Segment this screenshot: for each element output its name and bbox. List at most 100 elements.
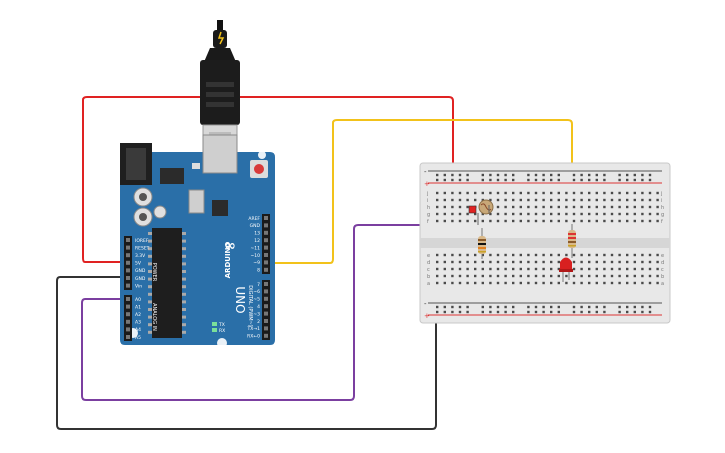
digital-pin[interactable]: [264, 223, 268, 228]
analog-pin-label: A5: [135, 335, 141, 341]
row-letter: h: [661, 205, 664, 211]
power-pin-label: 5V: [135, 261, 142, 267]
power-label: POWER: [151, 263, 157, 282]
power-pin[interactable]: [126, 260, 130, 265]
analog-pin-label: A0: [135, 297, 141, 303]
digital-pin-label: 8: [257, 268, 260, 274]
wire-black-gnd: [56, 276, 437, 430]
row-letter: j: [426, 191, 428, 197]
wire-red-5v: [82, 96, 454, 263]
digital-pin[interactable]: [264, 238, 268, 243]
rail-plus-bottom: +: [424, 312, 430, 320]
resistor-led[interactable]: [568, 224, 576, 258]
digital-pin-label: RX←0: [247, 334, 260, 340]
power-pin[interactable]: [126, 276, 130, 280]
power-pin[interactable]: [126, 268, 130, 273]
rx-label: RX: [219, 328, 225, 334]
header-analog: [124, 295, 132, 341]
power-pin-label: Vin: [135, 283, 142, 289]
digital-pin-label: 13: [254, 231, 260, 237]
led-tx: [212, 322, 217, 326]
digital-pin-label: 2: [257, 319, 260, 325]
digital-pin[interactable]: [264, 326, 268, 331]
digital-pin[interactable]: [264, 304, 268, 309]
digital-pin-label: ~11: [251, 245, 261, 251]
analog-pin-label: A2: [135, 312, 141, 318]
analog-pin-label: A4: [135, 327, 141, 333]
atmega-chip: [152, 228, 182, 338]
row-letter: e: [661, 253, 664, 259]
analog-pin[interactable]: [126, 304, 130, 309]
row-letter: g: [427, 212, 430, 218]
digital-pin[interactable]: [264, 296, 268, 301]
power-pin[interactable]: [126, 245, 130, 250]
digital-pin-label: ~9: [253, 260, 260, 266]
row-letter: i: [427, 198, 428, 204]
led-rx: [212, 328, 217, 332]
wire-purple-a0: [81, 224, 479, 401]
analog-pin[interactable]: [126, 335, 130, 339]
digital-pin[interactable]: [264, 333, 268, 338]
digital-pin-label: ~3: [253, 311, 260, 317]
row-letter: f: [427, 219, 429, 225]
digital-pin[interactable]: [264, 253, 268, 257]
header-digital-bottom: [262, 280, 270, 340]
digital-pin[interactable]: [264, 216, 268, 220]
digital-pin[interactable]: [264, 289, 268, 294]
digital-pin[interactable]: [264, 260, 268, 265]
wire-yellow-pin9: [263, 119, 573, 264]
rail-plus-top: +: [424, 180, 430, 188]
row-letter: d: [427, 260, 430, 266]
digital-pin-label: ~10: [251, 253, 261, 259]
power-pin-label: IOREF: [135, 238, 149, 244]
digital-pin[interactable]: [264, 245, 268, 250]
arduino-brand: ARDUINO: [224, 242, 232, 279]
digital-pin[interactable]: [264, 282, 268, 286]
row-letter: c: [661, 267, 664, 273]
analog-pin-label: A1: [135, 304, 141, 310]
digital-pin-label: ~6: [253, 289, 260, 295]
row-letter: g: [661, 212, 664, 218]
row-letter: h: [427, 205, 430, 211]
analog-pin[interactable]: [126, 319, 130, 324]
tx-label: TX: [218, 322, 225, 328]
row-letter: d: [661, 260, 664, 266]
digital-pin[interactable]: [264, 311, 268, 316]
power-pin-label: GND: [135, 268, 146, 274]
arduino-model: UNO: [233, 286, 247, 313]
arduino-logo: ∞: [224, 238, 236, 254]
digital-label: DIGITAL (PWM~): [247, 285, 253, 327]
digital-pin-label: 7: [257, 282, 260, 288]
chip-pins: [148, 232, 186, 334]
digital-pin[interactable]: [264, 230, 268, 235]
digital-pin[interactable]: [264, 267, 268, 272]
analog-pin[interactable]: [126, 297, 130, 301]
digital-pin-label: 4: [257, 304, 260, 310]
analog-pin[interactable]: [126, 312, 130, 317]
rail-minus-bottom: -: [424, 300, 427, 308]
row-letter: b: [661, 274, 664, 280]
row-letter: j: [660, 191, 662, 197]
digital-pin[interactable]: [264, 319, 268, 323]
digital-pin-label: TX→1: [247, 326, 261, 332]
header-digital-top: [262, 214, 270, 274]
photoresistor[interactable]: [468, 199, 494, 225]
arduino-uno[interactable]: ARDUINO UNO ∞ TX RX POWER ANALOG IN DIGI…: [120, 134, 275, 348]
power-pin[interactable]: [126, 238, 130, 242]
power-pin[interactable]: [126, 253, 130, 258]
resistor-photoresistor[interactable]: [478, 228, 486, 259]
row-letter: c: [427, 267, 430, 273]
row-letter: b: [427, 274, 430, 280]
led-red[interactable]: [559, 257, 573, 283]
digital-pin-label: ~5: [253, 297, 260, 303]
usb-port: [202, 134, 238, 174]
power-pin[interactable]: [126, 283, 130, 288]
analog-label: ANALOG IN: [151, 303, 157, 331]
capacitor-3: [153, 205, 167, 219]
analog-pin[interactable]: [126, 327, 130, 332]
rail-minus-top: -: [424, 168, 427, 176]
digital-pin-label: GND: [250, 223, 261, 229]
